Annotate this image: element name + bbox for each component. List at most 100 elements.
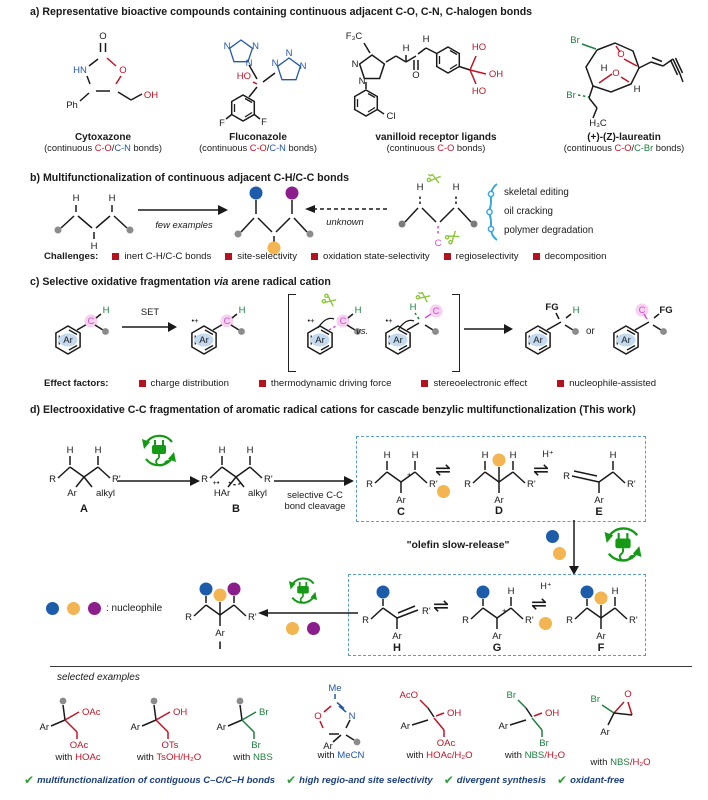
atom-label: N bbox=[223, 41, 230, 52]
unknown-dashed-arrow bbox=[305, 205, 387, 213]
substituent-label: OAc bbox=[82, 707, 101, 718]
species-letter: F bbox=[598, 642, 605, 653]
h-label: H bbox=[219, 445, 226, 456]
yellow-nucleophile-dot bbox=[267, 241, 281, 255]
atom-label: Cl bbox=[386, 111, 395, 122]
atom-label: HO bbox=[471, 42, 485, 53]
ar-label: Ar bbox=[494, 495, 504, 506]
effect-item: thermodynamic driving force bbox=[258, 378, 391, 389]
ar-label: Ar bbox=[217, 722, 227, 733]
electricity-icon bbox=[142, 434, 176, 467]
blue-nucleophile-dot bbox=[46, 602, 59, 615]
ar-label: Ar bbox=[533, 335, 543, 346]
atom-label: HO bbox=[471, 86, 485, 97]
alkane-skeleton: H H H bbox=[54, 193, 134, 252]
yellow-nucleophile-dot bbox=[553, 547, 566, 560]
atom-label: H bbox=[634, 84, 641, 95]
applications-list: skeletal editing oil cracking polymer de… bbox=[504, 183, 593, 240]
atom-label: N bbox=[358, 76, 365, 87]
or-label: or bbox=[586, 326, 595, 337]
species-d-structure: H H R R' Ar D bbox=[464, 450, 536, 517]
ar-label: Ar bbox=[40, 722, 50, 733]
h-label: H bbox=[453, 182, 460, 193]
r-prime-label: R' bbox=[264, 474, 273, 485]
arene-radical-cation: Ar •+ C H bbox=[191, 305, 246, 355]
example-bromo-epoxide: Br O Ar with NBS/H₂O bbox=[578, 684, 663, 768]
red-square-bullet bbox=[258, 380, 266, 387]
h-label: H bbox=[410, 302, 417, 313]
h-label: H bbox=[247, 445, 254, 456]
atom-label: H bbox=[422, 34, 429, 45]
example-structure: Ar Br Br bbox=[217, 697, 269, 750]
species-letter: G bbox=[493, 642, 502, 653]
yellow-nucleophile-dot bbox=[67, 602, 80, 615]
radical-cation-mark: +• bbox=[212, 478, 219, 487]
cleavage-target-skeleton: H H C bbox=[398, 174, 478, 249]
fg-label: FG bbox=[659, 305, 672, 316]
down-arrow bbox=[569, 520, 579, 575]
effect-item: nucleophile-assisted bbox=[557, 378, 656, 389]
species-letter: B bbox=[232, 503, 240, 515]
example-acetoxy-diol: AcO OH Ar OAc with HOAc/H₂O bbox=[392, 684, 487, 761]
challenges-row: Challenges: inert C-H/C-C bonds site-sel… bbox=[44, 251, 606, 262]
compound-name: vanilloid receptor ligands bbox=[375, 132, 497, 143]
compound-name: Fluconazole bbox=[229, 132, 287, 143]
compound-cytoxazone: O O HN Ph OH Cytoxazone (continuous C-O/… bbox=[24, 26, 182, 153]
yellow-nucleophile-dot bbox=[286, 622, 299, 635]
ar-label: Ar bbox=[199, 335, 209, 346]
scissors-icon bbox=[426, 174, 441, 184]
h-label: H bbox=[384, 450, 391, 461]
purple-nucleophile-dot bbox=[88, 602, 101, 615]
selected-examples-header: selected examples bbox=[57, 672, 140, 683]
effect-item: stereoelectronic effect bbox=[421, 378, 527, 389]
ar-label: Ar bbox=[67, 488, 77, 499]
species-letter: A bbox=[80, 503, 88, 515]
species-letter: D bbox=[495, 505, 503, 517]
ar-label: Ar bbox=[594, 495, 604, 506]
cleavage-arrow bbox=[274, 476, 354, 486]
benzylic-c-label: C bbox=[88, 316, 95, 327]
example-oxazoline: Me O N Ar with MeCN bbox=[298, 682, 384, 761]
ar-label: Ar bbox=[323, 741, 333, 750]
bracket-open bbox=[288, 294, 296, 372]
c-h-cleavage-pathway: Ar •+ H C bbox=[385, 292, 443, 355]
h-label: H bbox=[612, 586, 619, 597]
h-label: H bbox=[510, 450, 517, 461]
substituent-label: Br bbox=[507, 690, 517, 701]
benzylic-substrate: Ar C H bbox=[55, 305, 110, 355]
multifunctionalized-skeleton bbox=[234, 186, 314, 255]
ar-label: Ar bbox=[131, 722, 141, 733]
h-label: H bbox=[508, 586, 515, 597]
challenge-item: site-selectivity bbox=[225, 251, 297, 262]
compound-caption: (continuous C-O/C-N bonds) bbox=[44, 143, 162, 153]
substituent-label: OH bbox=[173, 707, 187, 718]
red-square-bullet bbox=[112, 253, 120, 260]
substituent-label: AcO bbox=[400, 690, 418, 701]
red-square-bullet bbox=[138, 380, 146, 387]
ar-label: Ar bbox=[401, 721, 411, 732]
laureatin-structure: Br O O H H Br H₃C bbox=[566, 35, 684, 129]
example-caption: with HOAc bbox=[55, 752, 101, 763]
red-square-bullet bbox=[225, 253, 233, 260]
substituent-label: OH bbox=[447, 708, 461, 719]
atom-label: OH bbox=[488, 69, 502, 80]
examples-divider bbox=[50, 666, 692, 667]
panel-a-title: a) Representative bioactive compounds co… bbox=[30, 6, 533, 18]
atom-label: O bbox=[314, 711, 321, 722]
r-prime-label: R' bbox=[527, 479, 536, 490]
ar-label: Ar bbox=[600, 727, 610, 738]
r-prime-label: R' bbox=[112, 474, 121, 485]
ar-label: Ar bbox=[215, 628, 225, 639]
final-functionalization-arrow bbox=[258, 609, 358, 617]
effect-factors-row: Effect factors: charge distribution ther… bbox=[44, 378, 656, 389]
footer-highlight: ✔high regio-and site selectivity bbox=[286, 773, 433, 787]
species-f-structure: H R R' Ar F bbox=[566, 585, 638, 653]
compound-caption: (continuous C-O bonds) bbox=[386, 143, 486, 153]
benzylic-c-label: C bbox=[340, 316, 347, 327]
atom-label: O bbox=[412, 70, 419, 81]
example-structure: AcO OH Ar OAc bbox=[400, 690, 462, 749]
atom-label: H₃C bbox=[589, 118, 607, 129]
purple-nucleophile-dot bbox=[307, 622, 320, 635]
h-label: H bbox=[67, 445, 74, 456]
c-label: C bbox=[435, 238, 442, 249]
